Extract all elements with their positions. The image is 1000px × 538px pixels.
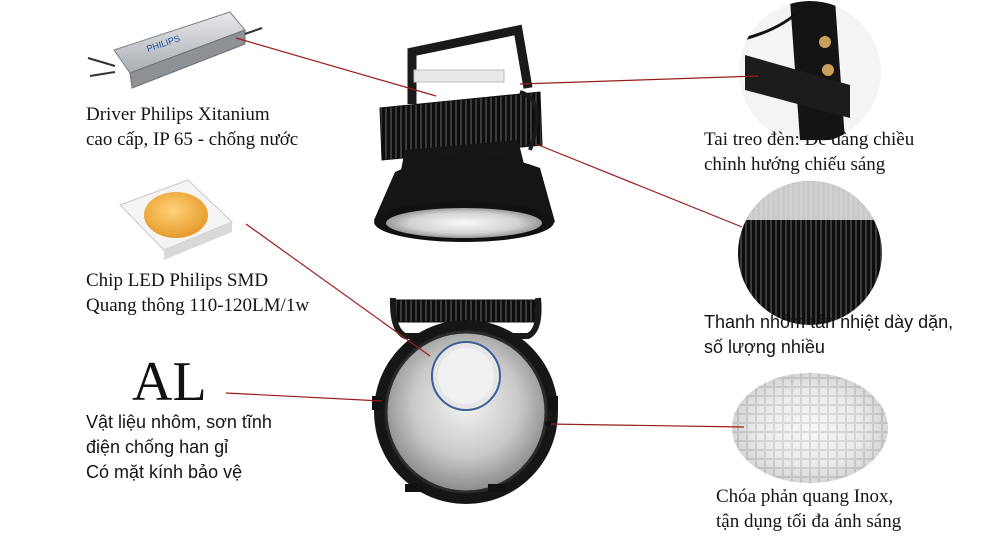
label-led-chip: Chip LED Philips SMD Quang thông 110-120… [86, 270, 310, 316]
label-reflector: Chóa phản quang Inox, tận dụng tối đa án… [716, 486, 902, 532]
callout-line-material [225, 392, 383, 402]
label-material: Vật liệu nhôm, sơn tĩnh điện chống han g… [86, 412, 272, 482]
callout-line-driver [235, 37, 437, 97]
callout-lines [225, 37, 759, 428]
bracket-detail-image [739, 1, 881, 143]
top-lamp-image [374, 24, 555, 242]
callout-line-heatsink [535, 143, 743, 228]
aluminium-symbol: AL [132, 351, 207, 413]
label-bracket: Tai treo đèn: Dễ dàng chiều chỉnh hướng … [704, 129, 915, 175]
label-driver: Driver Philips Xitanium cao cấp, IP 65 -… [86, 104, 299, 150]
bottom-lamp-image [372, 297, 558, 504]
label-heatsink: Thanh nhôm tản nhiệt dày dặn, số lượng n… [704, 312, 954, 357]
driver-image: PHILIPS [87, 11, 263, 89]
callout-line-bracket [519, 75, 759, 85]
heatsink-detail-image [738, 181, 882, 325]
led-chip-image [119, 179, 233, 260]
callout-line-chip [245, 223, 431, 357]
reflector-detail-image [732, 373, 888, 483]
callout-line-reflector [547, 423, 745, 428]
